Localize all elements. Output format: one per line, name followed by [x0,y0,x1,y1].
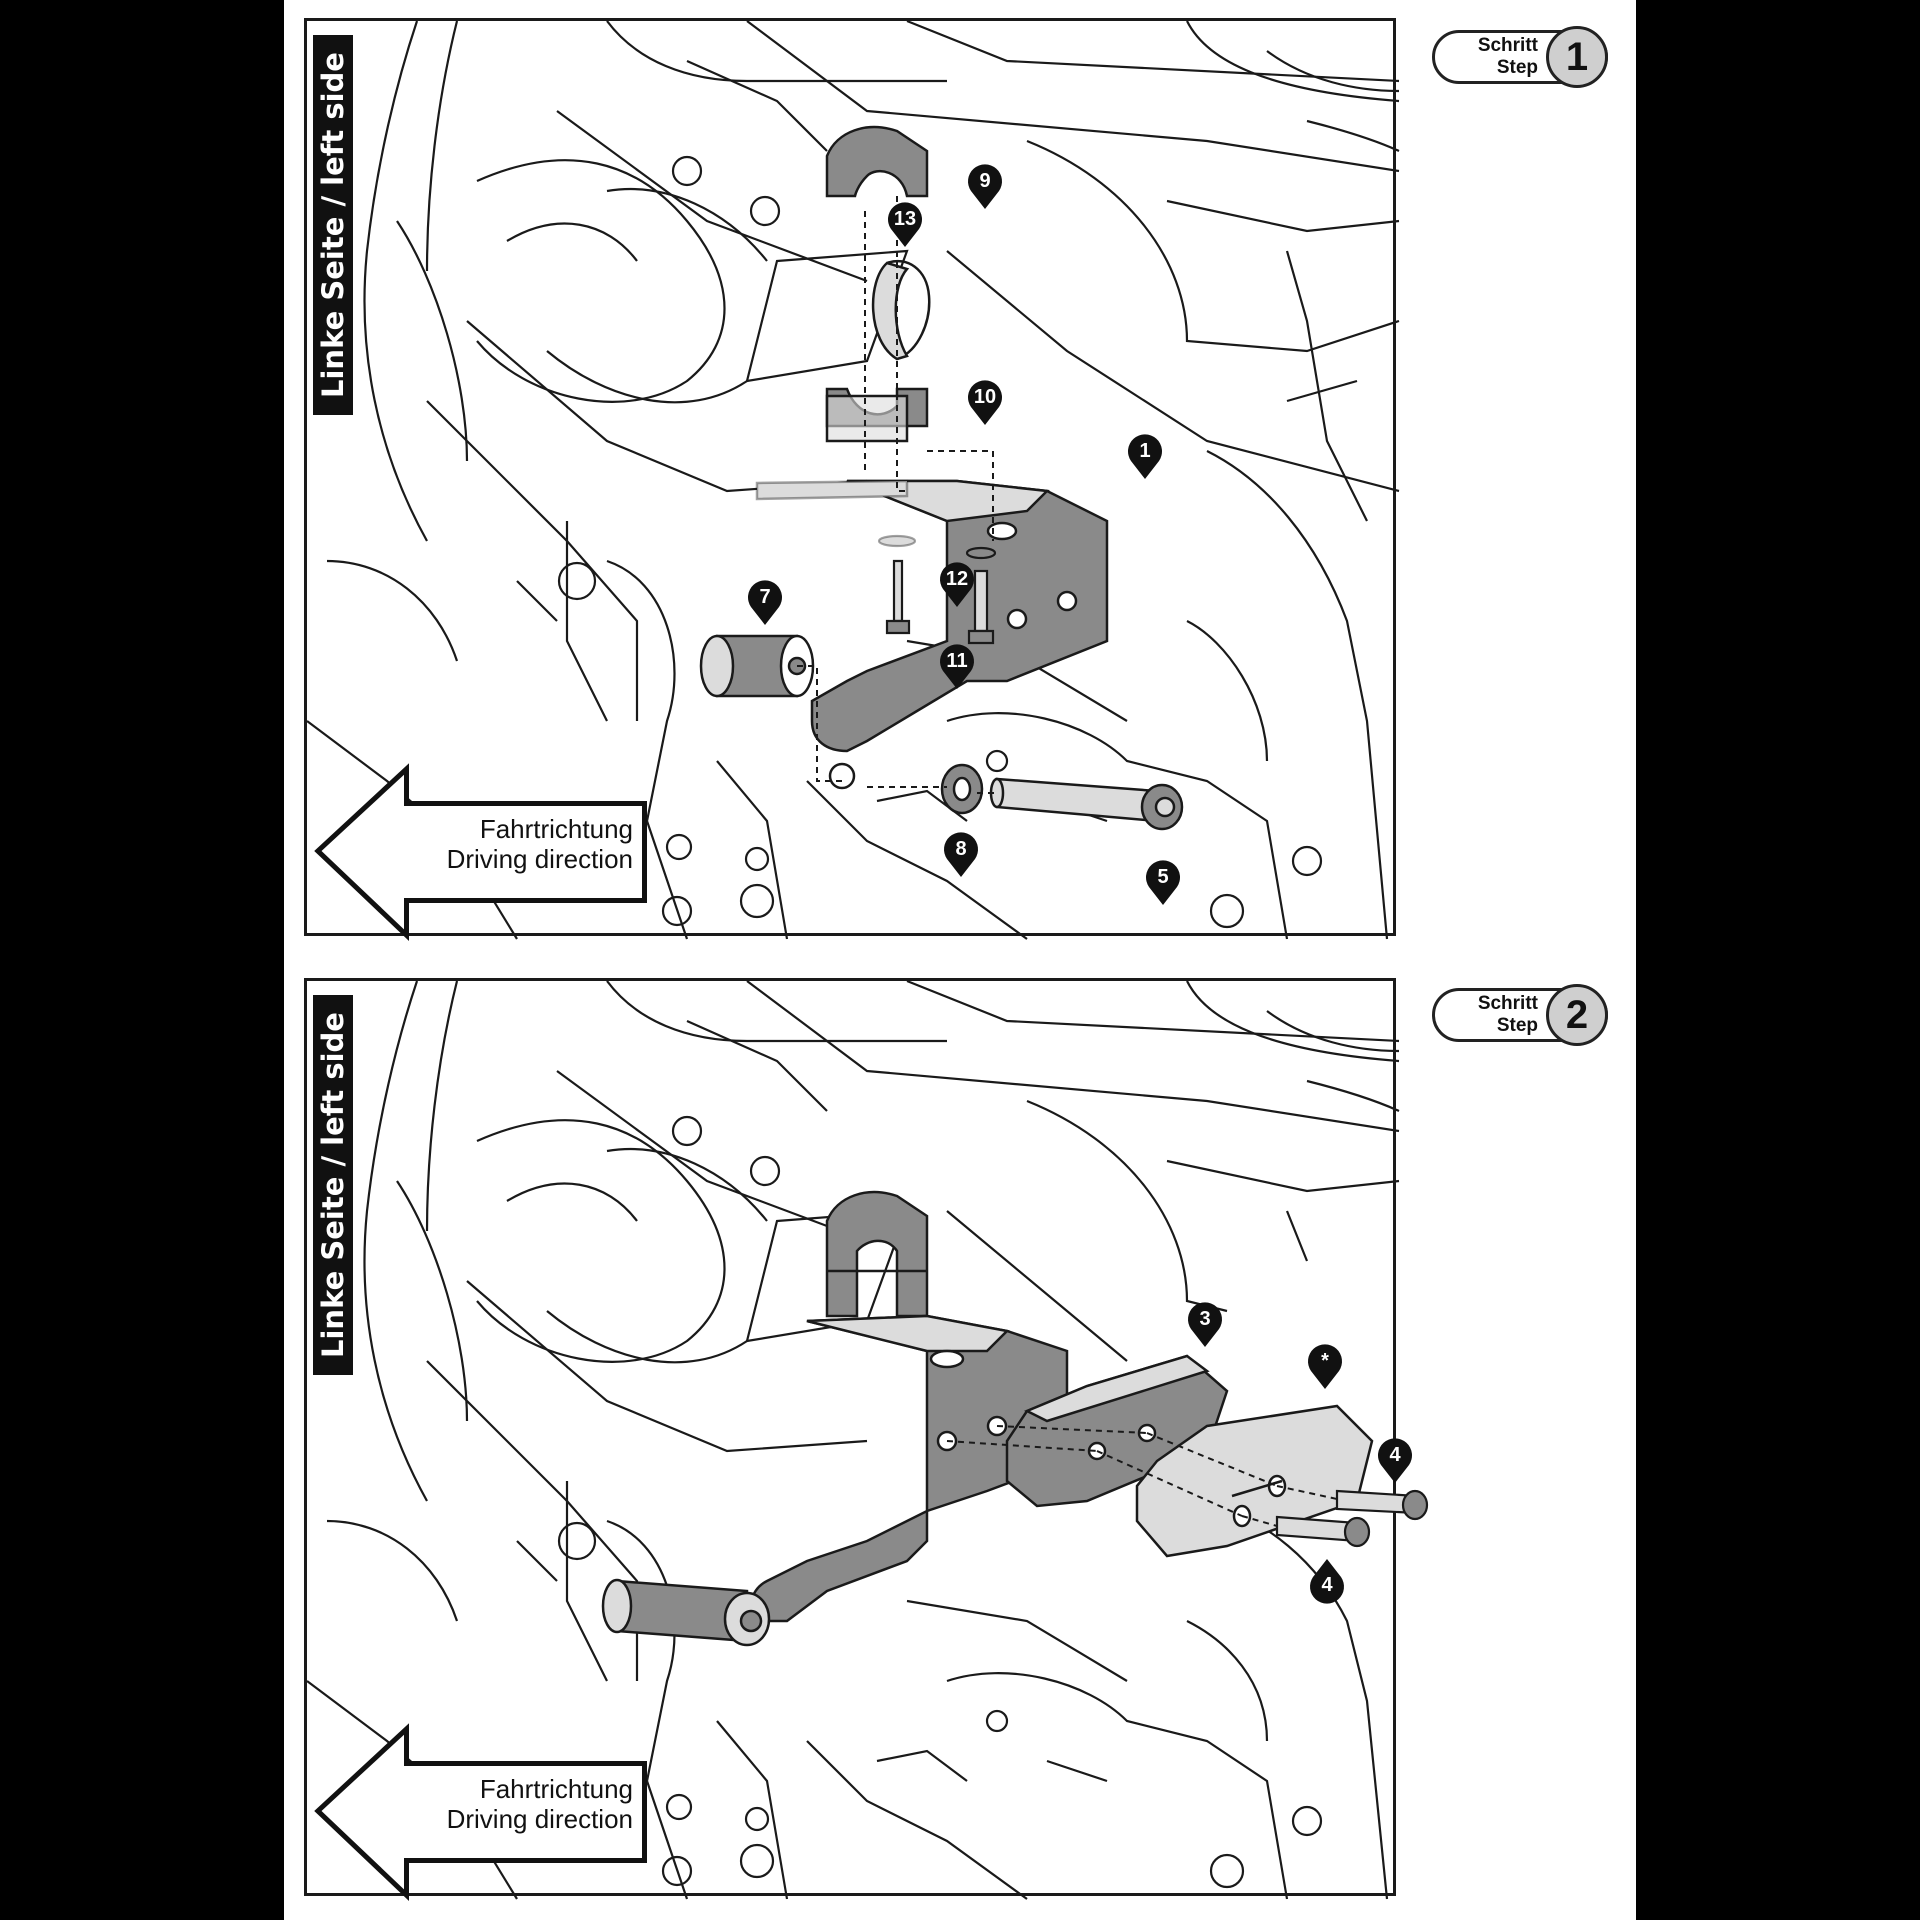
callout-1: 1 [1127,433,1163,481]
step-label-de: Schritt [1477,993,1538,1014]
step-badge: Schritt Step 1 [1432,26,1612,88]
step-number: 1 [1546,26,1608,88]
step-number: 2 [1546,984,1608,1046]
instruction-sheet: Linke Seite / left side Fahrtrichtung Dr… [284,0,1636,1920]
callout-9: 9 [967,163,1003,211]
callout-12: 12 [939,561,975,609]
step-2-illustration [306,979,1429,1901]
callout-4-upper: 4 [1377,1437,1413,1485]
step-label-de: Schritt [1477,35,1538,56]
callout-7: 7 [747,579,783,627]
step-1-illustration [306,19,1400,941]
direction-de: Fahrtrichtung [479,1774,633,1804]
step-label-en: Step [1496,57,1538,78]
step-1-panel: Linke Seite / left side Fahrtrichtung Dr… [304,18,1400,941]
callout-3: 3 [1187,1301,1223,1349]
callout-asterisk: * [1307,1343,1343,1391]
callout-8: 8 [943,831,979,879]
step-label-en: Step [1496,1015,1538,1036]
driving-direction-label: Fahrtrichtung Driving direction [415,814,633,874]
driving-direction-label: Fahrtrichtung Driving direction [415,1774,633,1834]
direction-de: Fahrtrichtung [479,814,633,844]
callout-13: 13 [887,201,923,249]
callout-10: 10 [967,379,1003,427]
side-label: Linke Seite / left side [313,995,353,1375]
callout-4-lower: 4 [1309,1557,1345,1605]
direction-en: Driving direction [446,844,633,874]
callout-5: 5 [1145,859,1181,907]
step-2-panel: Linke Seite / left side Fahrtrichtung Dr… [304,978,1429,1901]
direction-en: Driving direction [446,1804,633,1834]
step-badge: Schritt Step 2 [1432,984,1612,1046]
callout-4-lower [1309,981,1345,1029]
side-label: Linke Seite / left side [313,35,353,415]
callout-11: 11 [939,643,975,691]
